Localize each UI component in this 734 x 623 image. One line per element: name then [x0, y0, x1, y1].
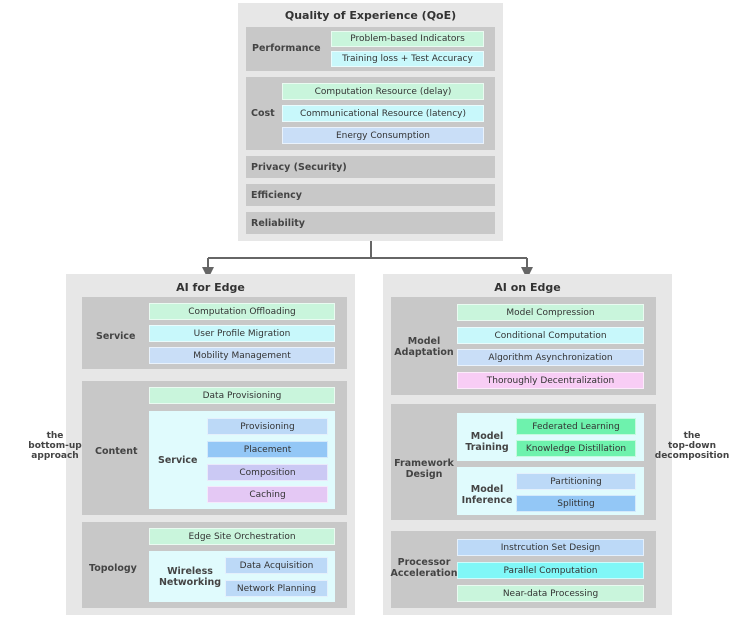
placement: Placement: [207, 441, 328, 458]
splitting: Splitting: [516, 495, 636, 512]
processor-acceleration-label: Processor Acceleration: [390, 557, 458, 579]
bottom-up-line1: the: [46, 431, 64, 441]
provisioning: Provisioning: [207, 418, 328, 435]
processor-acceleration-line2: Acceleration: [390, 568, 458, 579]
model-compression: Model Compression: [457, 304, 644, 321]
communicational-resource-latency: Communicational Resource (latency): [282, 105, 484, 122]
top-down-line2: top-down: [667, 441, 716, 451]
knowledge-distillation: Knowledge Distillation: [516, 440, 636, 457]
efficiency-label: Efficiency: [251, 190, 303, 201]
model-adaptation-line1: Model: [407, 336, 441, 347]
instruction-set-design: Instrcution Set Design: [457, 539, 644, 556]
reliability-group: [246, 212, 495, 234]
split-connector: [208, 241, 527, 259]
bottom-up-approach-label: the bottom-up approach: [24, 431, 86, 461]
network-planning: Network Planning: [225, 580, 328, 597]
mobility-management: Mobility Management: [149, 347, 335, 364]
caching: Caching: [207, 486, 328, 503]
near-data-processing: Near-data Processing: [457, 585, 644, 602]
qoe-title: Quality of Experience (QoE): [284, 9, 457, 22]
federated-learning: Federated Learning: [516, 418, 636, 435]
edge-site-orchestration: Edge Site Orchestration: [149, 528, 335, 545]
model-inference-label: Model Inference: [460, 484, 514, 506]
cost-label: Cost: [251, 108, 275, 119]
top-down-line3: decomposition: [654, 451, 730, 461]
model-training-line2: Training: [465, 442, 509, 453]
partitioning: Partitioning: [516, 473, 636, 490]
model-adaptation-line2: Adaptation: [394, 347, 454, 358]
wireless-networking-label: Wireless Networking: [156, 566, 224, 588]
service-label: Service: [96, 331, 136, 342]
computation-offloading: Computation Offloading: [149, 303, 335, 320]
privacy-label: Privacy (Security): [251, 162, 347, 173]
efficiency-group: [246, 184, 495, 206]
top-down-line1: the: [683, 431, 701, 441]
user-profile-migration: User Profile Migration: [149, 325, 335, 342]
bottom-up-line2: bottom-up: [28, 441, 82, 451]
framework-design-label: Framework Design: [392, 458, 456, 480]
content-service-label: Service: [158, 455, 198, 466]
top-down-decomposition-label: the top-down decomposition: [650, 431, 734, 461]
processor-acceleration-line1: Processor: [397, 557, 451, 568]
model-training-label: Model Training: [461, 431, 513, 453]
bottom-up-line3: approach: [31, 451, 79, 461]
composition: Composition: [207, 464, 328, 481]
reliability-label: Reliability: [251, 218, 305, 229]
wireless-label-line1: Wireless: [167, 566, 213, 577]
data-acquisition: Data Acquisition: [225, 557, 328, 574]
model-adaptation-label: Model Adaptation: [392, 336, 456, 358]
problem-based-indicators: Problem-based Indicators: [331, 31, 484, 47]
model-inference-line1: Model: [470, 484, 504, 495]
algorithm-asynchronization: Algorithm Asynchronization: [457, 349, 644, 366]
framework-design-line2: Design: [405, 469, 443, 480]
computation-resource-delay: Computation Resource (delay): [282, 83, 484, 100]
training-loss-test-accuracy: Training loss + Test Accuracy: [331, 51, 484, 67]
parallel-computation: Parallel Computation: [457, 562, 644, 579]
performance-label: Performance: [252, 43, 321, 54]
wireless-label-line2: Networking: [158, 577, 222, 588]
privacy-group: [246, 156, 495, 178]
content-label: Content: [95, 446, 138, 457]
framework-design-line1: Framework: [394, 458, 454, 469]
ai-for-edge-title: AI for Edge: [176, 281, 245, 294]
thoroughly-decentralization: Thoroughly Decentralization: [457, 372, 644, 389]
conditional-computation: Conditional Computation: [457, 327, 644, 344]
model-training-line1: Model: [470, 431, 504, 442]
data-provisioning: Data Provisioning: [149, 387, 335, 404]
model-inference-line2: Inference: [461, 495, 513, 506]
topology-label: Topology: [89, 563, 137, 574]
energy-consumption: Energy Consumption: [282, 127, 484, 144]
ai-on-edge-title: AI on Edge: [494, 281, 561, 294]
